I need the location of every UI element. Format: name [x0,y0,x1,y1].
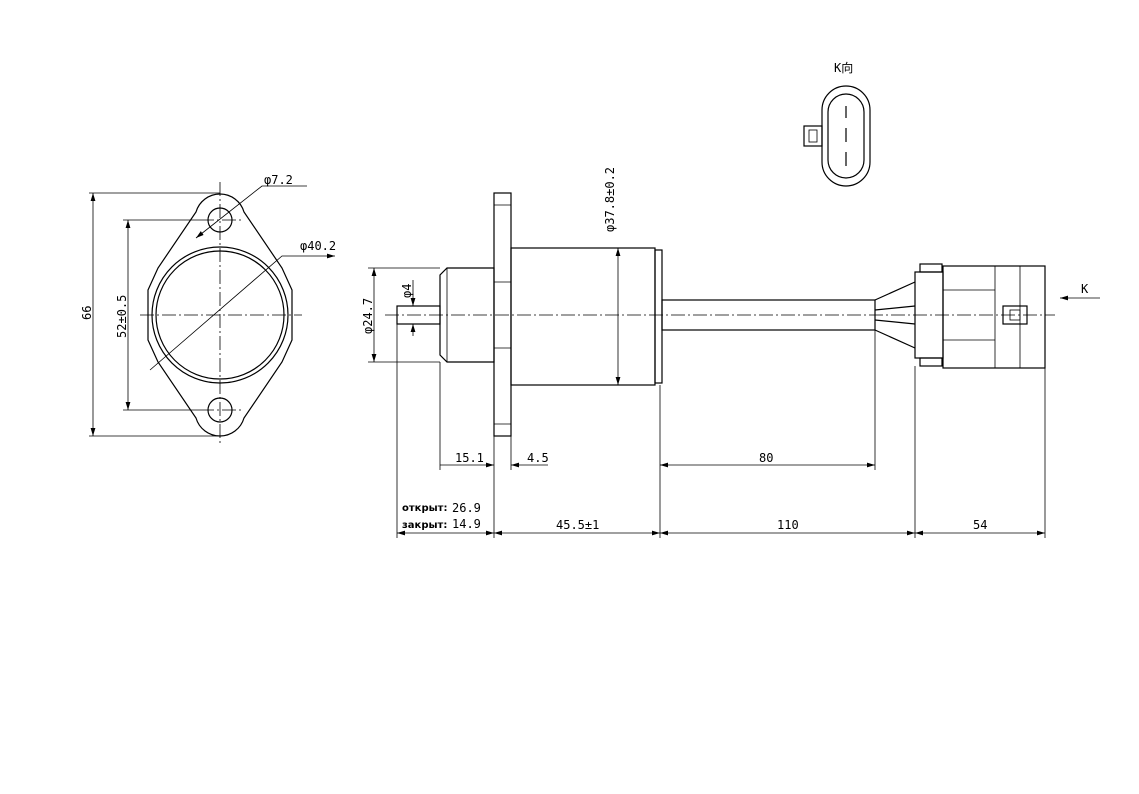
open-label: открыт: [402,503,447,514]
coil-body [510,247,656,386]
hole-dia-label: φ7.2 [264,173,293,187]
body-dia-label: φ37.8±0.2 [603,167,617,232]
nose-length-label: 15.1 [455,451,484,465]
closed-label: закрыт: [402,520,447,531]
closed-value: 14.9 [452,517,481,531]
mount-flange [493,192,512,437]
flange-thickness-label: 4.5 [527,451,549,465]
flange-outline [147,193,293,437]
view-k-label: K [1081,282,1089,296]
cable-breakout [874,281,916,349]
cable [661,299,876,331]
hole-spacing-label: 52±0.5 [115,295,129,338]
connector-latch [803,125,823,147]
connector-k-view: K向 [803,60,871,187]
solenoid-side-view: K φ37.8±0.2 φ24.7 φ4 15.1 4.5 80 открыт:… [361,167,1100,538]
lead-length-label: 110 [777,518,799,532]
connector [914,263,1046,369]
k-view-title: K向 [834,60,853,75]
flange-front-view: φ7.2 φ40.2 66 52±0.5 [80,173,336,446]
body-dia-label: φ40.2 [300,239,336,253]
body-length-label: 45.5±1 [556,518,599,532]
pin-dia-label: φ4 [400,284,414,298]
end-cap [654,249,663,384]
overall-height-label: 66 [80,306,94,320]
nose-dia-label: φ24.7 [361,298,375,334]
connector-housing-inner [827,93,865,179]
open-value: 26.9 [452,501,481,515]
cable-length-label: 80 [759,451,773,465]
connector-length-label: 54 [973,518,987,532]
